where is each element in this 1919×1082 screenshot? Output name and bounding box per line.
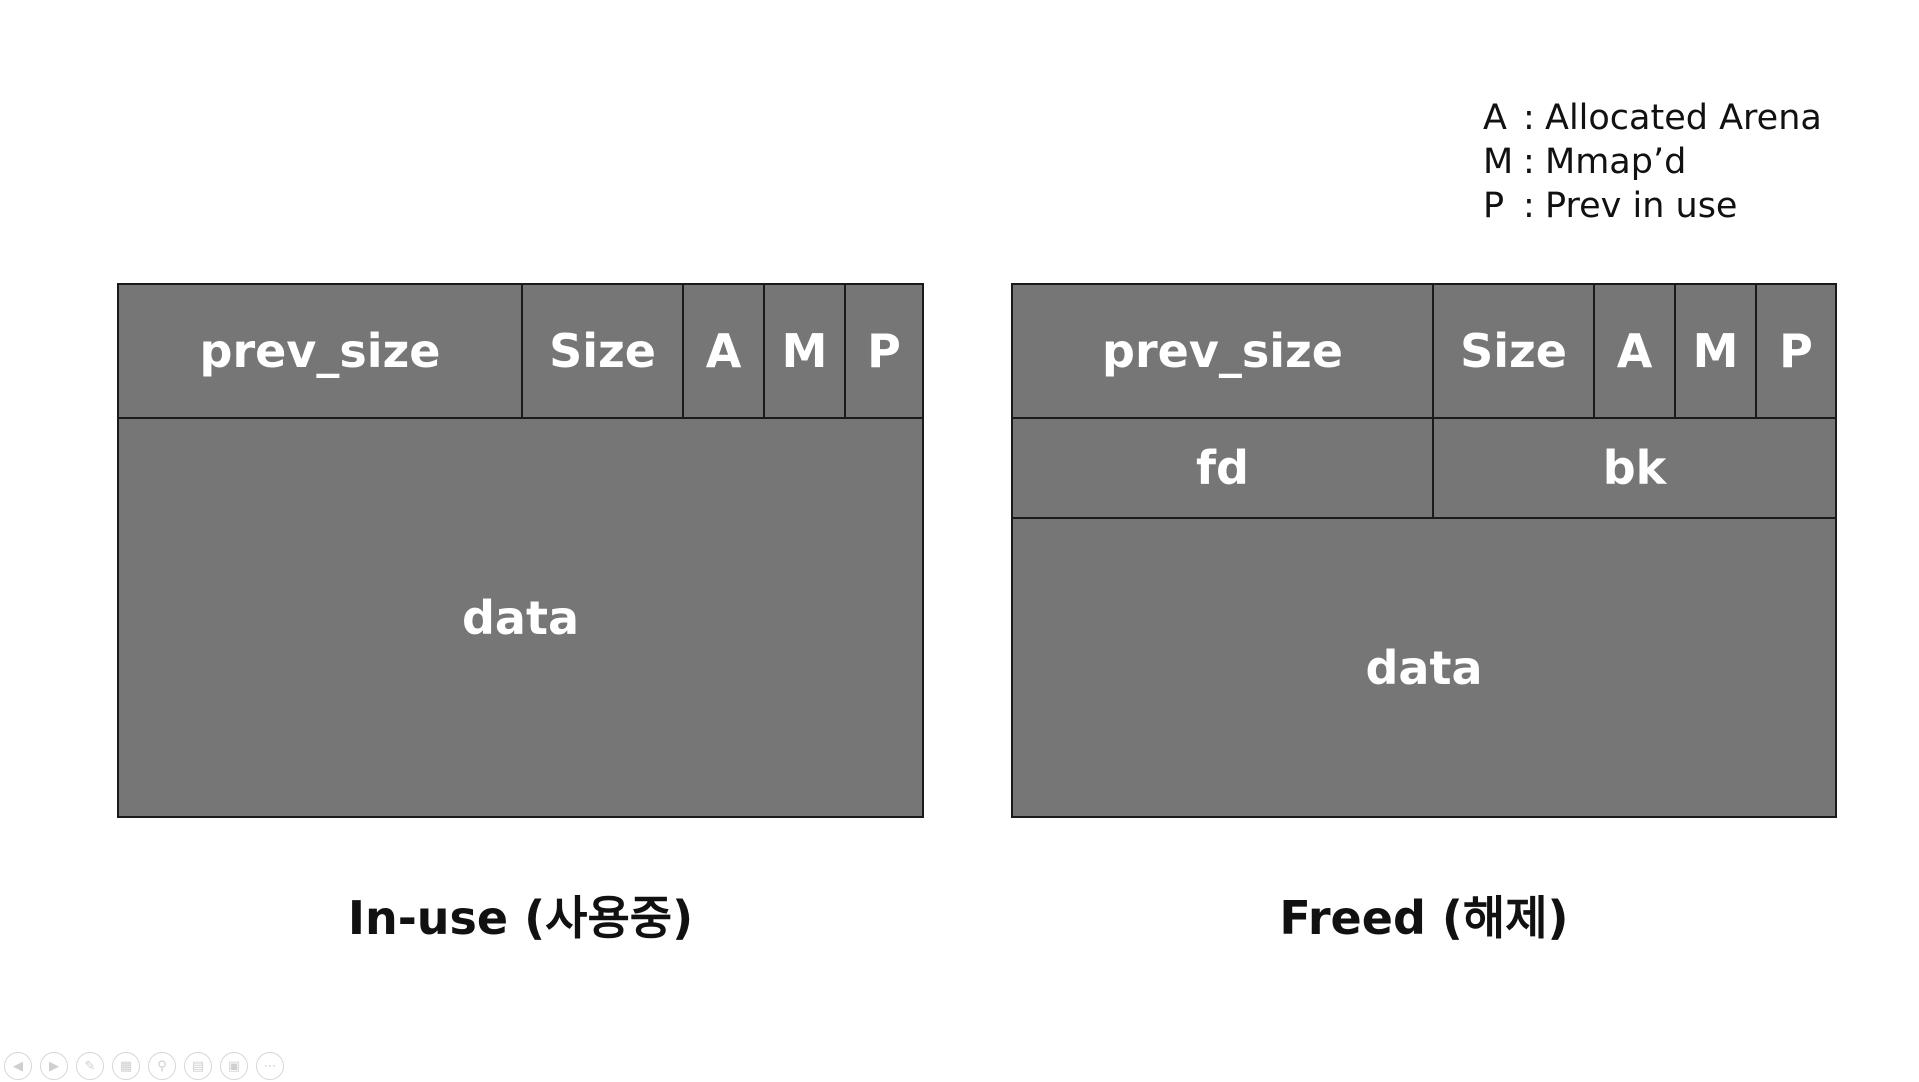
inuse-m-flag-cell: M <box>765 285 846 419</box>
inuse-data-cell: data <box>462 590 579 645</box>
freed-m-flag-cell: M <box>1676 285 1757 419</box>
legend-separator: : <box>1523 98 1535 138</box>
slides-grid-icon[interactable]: ▦ <box>112 1052 140 1080</box>
legend-separator: : <box>1523 142 1535 182</box>
legend: A : Allocated Arena M : Mmap’d P : Prev … <box>1483 96 1822 228</box>
freed-p-flag-cell: P <box>1757 285 1835 419</box>
freed-a-flag-cell: A <box>1595 285 1676 419</box>
next-slide-icon[interactable]: ▶ <box>40 1052 68 1080</box>
camera-off-icon[interactable]: ▣ <box>220 1052 248 1080</box>
previous-slide-icon[interactable]: ◀ <box>4 1052 32 1080</box>
legend-text: Mmap’d <box>1545 142 1687 182</box>
freed-bk-cell: bk <box>1434 419 1835 519</box>
subtitles-icon[interactable]: ▤ <box>184 1052 212 1080</box>
freed-size-cell: Size <box>1434 285 1595 419</box>
legend-separator: : <box>1523 186 1535 226</box>
freed-chunk: prev_size Size A M P fd bk data <box>1011 283 1837 818</box>
legend-row-a: A : Allocated Arena <box>1483 96 1822 140</box>
legend-key: P <box>1483 186 1505 226</box>
inuse-a-flag-cell: A <box>684 285 765 419</box>
legend-text: Prev in use <box>1545 186 1738 226</box>
freed-caption: Freed (해제) <box>1279 891 1569 945</box>
inuse-size-cell: Size <box>523 285 684 419</box>
inuse-prev-size-cell: prev_size <box>119 285 523 419</box>
zoom-icon[interactable]: ⚲ <box>148 1052 176 1080</box>
legend-row-p: P : Prev in use <box>1483 184 1822 228</box>
freed-data-cell: data <box>1365 640 1483 695</box>
more-options-icon[interactable]: ⋯ <box>256 1052 284 1080</box>
inuse-caption: In-use (사용중) <box>347 891 694 945</box>
pen-icon[interactable]: ✎ <box>76 1052 104 1080</box>
legend-text: Allocated Arena <box>1545 98 1822 138</box>
freed-prev-size-cell: prev_size <box>1013 285 1434 419</box>
legend-key: M <box>1483 142 1514 182</box>
legend-key: A <box>1483 98 1507 138</box>
inuse-chunk: prev_size Size A M P data <box>117 283 924 818</box>
legend-row-m: M : Mmap’d <box>1483 140 1822 184</box>
slideshow-toolbar: ◀ ▶ ✎ ▦ ⚲ ▤ ▣ ⋯ <box>4 1052 284 1082</box>
freed-fd-cell: fd <box>1013 419 1434 519</box>
inuse-p-flag-cell: P <box>846 285 922 419</box>
